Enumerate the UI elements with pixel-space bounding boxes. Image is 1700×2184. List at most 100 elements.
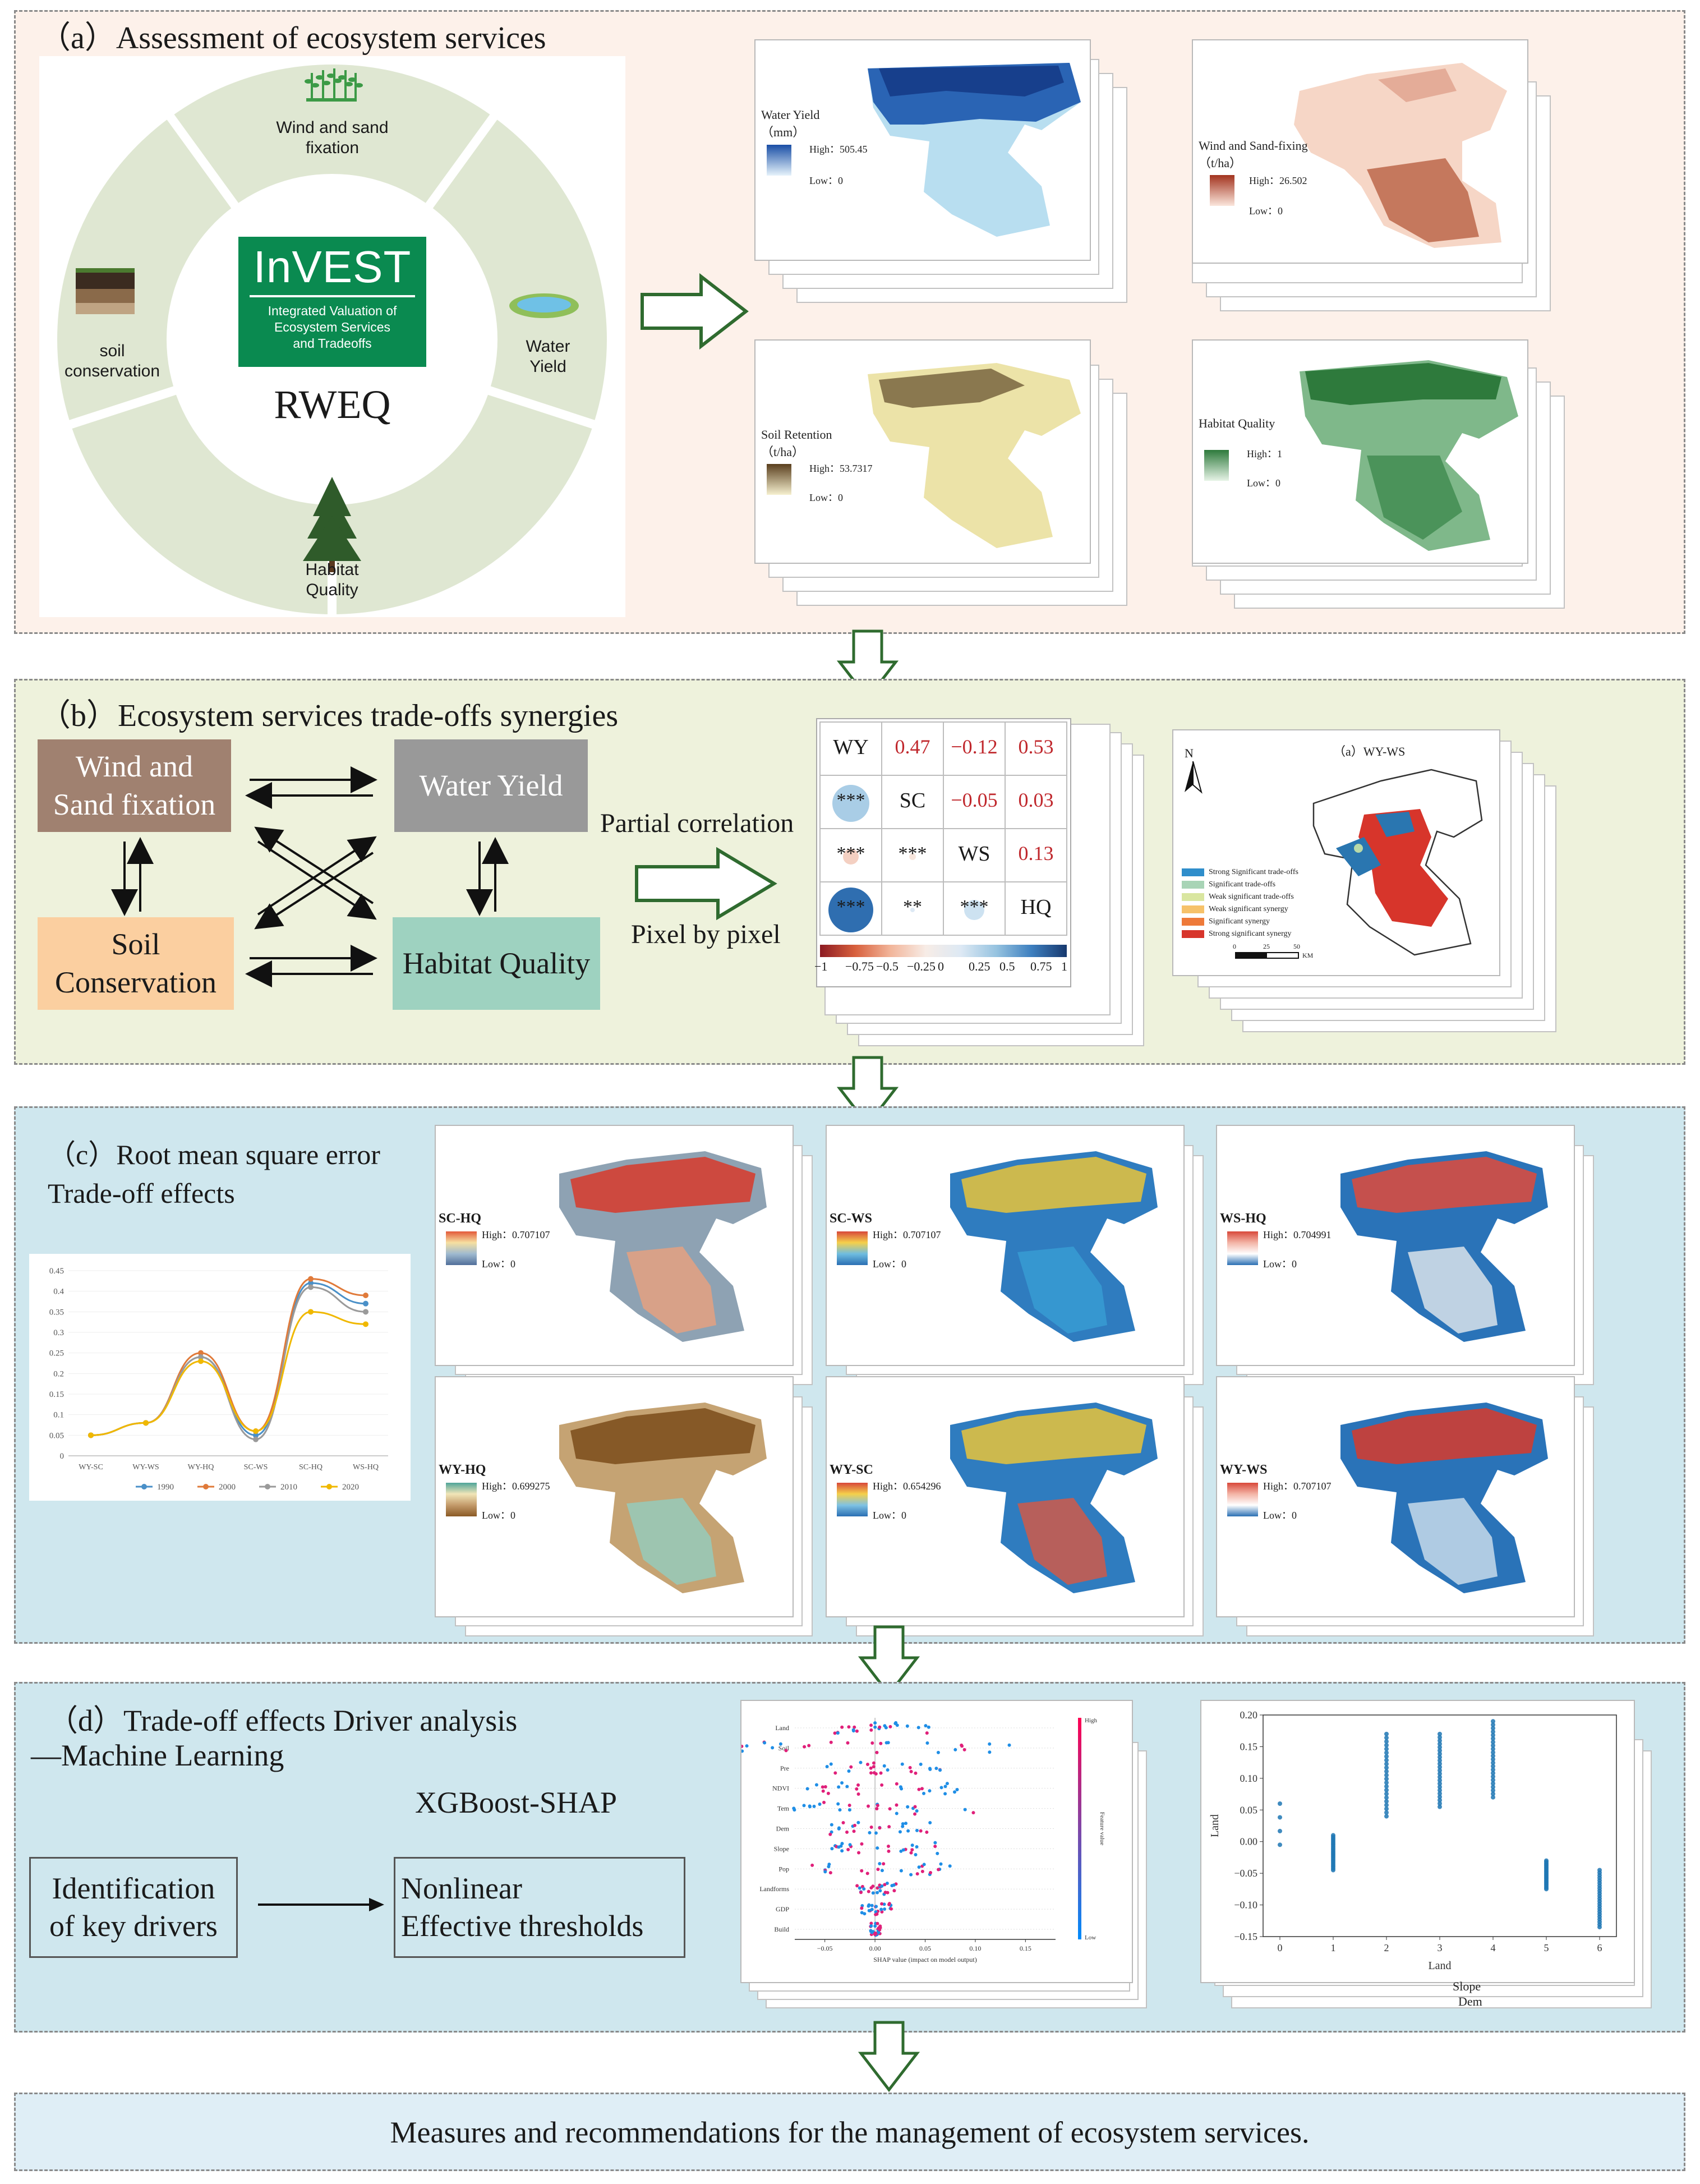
data-point bbox=[198, 1354, 204, 1360]
legend-marker bbox=[203, 1484, 209, 1489]
shap-point bbox=[852, 1829, 856, 1833]
shap-point bbox=[882, 1862, 886, 1866]
tradeoff-map-title: （a）WY-WS bbox=[1333, 744, 1406, 758]
x-tick-label: 0.00 bbox=[869, 1944, 881, 1952]
shap-point bbox=[778, 1742, 782, 1746]
dependence-point bbox=[1491, 1746, 1495, 1751]
dependence-point bbox=[1438, 1771, 1442, 1776]
dependence-point bbox=[1384, 1735, 1389, 1740]
dependence-point bbox=[1278, 1828, 1282, 1833]
shap-point bbox=[963, 1808, 967, 1811]
partial-correlation-label: Partial correlation bbox=[600, 808, 794, 838]
dependence-point bbox=[1384, 1773, 1389, 1778]
dependence-point bbox=[1384, 1758, 1389, 1763]
shap-point bbox=[828, 1871, 832, 1875]
matrix-label-ws: WS bbox=[958, 842, 990, 866]
ring-panel: Wind and sand fixation Water Yield Habit… bbox=[39, 56, 625, 623]
y-tick-label: 0.1 bbox=[53, 1411, 64, 1420]
shap-point bbox=[872, 1761, 876, 1765]
colorbar-title: Feature value bbox=[1099, 1812, 1105, 1846]
shap-point bbox=[929, 1870, 933, 1874]
shap-point bbox=[886, 1845, 890, 1849]
dependence-point bbox=[1384, 1776, 1389, 1781]
shap-point bbox=[913, 1812, 917, 1816]
x-tick-label: 6 bbox=[1597, 1942, 1602, 1953]
section-c-title-1: （c）Root mean square error bbox=[48, 1139, 380, 1170]
water-yield-title: Water Yield bbox=[761, 108, 820, 122]
water-label-1: Water bbox=[526, 337, 570, 356]
rmse-map-low: Low：0 bbox=[1263, 1510, 1297, 1521]
shap-point bbox=[925, 1741, 929, 1745]
data-point bbox=[198, 1350, 204, 1356]
shap-point bbox=[857, 1851, 861, 1855]
rmse-map-legend bbox=[1227, 1483, 1258, 1516]
rmse-map-high: High：0.707107 bbox=[1263, 1480, 1332, 1492]
rmse-map-name: WY-WS bbox=[1220, 1463, 1268, 1477]
dependence-point bbox=[1491, 1764, 1495, 1769]
wind-sand-box-l2: Sand fixation bbox=[53, 787, 216, 821]
shap-point bbox=[805, 1787, 809, 1791]
dependence-point bbox=[1278, 1842, 1282, 1847]
shap-point bbox=[920, 1787, 924, 1791]
x-tick-label: SC-WS bbox=[244, 1463, 268, 1472]
rmse-map-low: Low：0 bbox=[482, 1258, 515, 1270]
soil-retention-title: Soil Retention bbox=[761, 427, 832, 442]
shap-point bbox=[829, 1762, 833, 1766]
rmse-map-legend bbox=[837, 1231, 868, 1265]
shap-point bbox=[869, 1771, 873, 1775]
shap-point bbox=[933, 1845, 937, 1849]
shap-point bbox=[939, 1862, 943, 1866]
shap-point bbox=[953, 1748, 957, 1751]
shap-point bbox=[855, 1787, 859, 1791]
shap-point bbox=[914, 1771, 918, 1775]
shap-point bbox=[856, 1792, 860, 1796]
shap-point bbox=[745, 1744, 749, 1748]
water-yield-box: Water Yield bbox=[394, 739, 588, 832]
dependence-point bbox=[1491, 1743, 1495, 1748]
shap-point bbox=[870, 1741, 874, 1745]
shap-point bbox=[845, 1830, 849, 1834]
rmse-map-name: WY-SC bbox=[830, 1463, 873, 1477]
legend-strong-tradeoff: Strong Significant trade-offs bbox=[1209, 868, 1298, 876]
dependence-point bbox=[1384, 1742, 1389, 1748]
rmse-map-legend bbox=[1227, 1231, 1258, 1265]
dependence-point bbox=[1384, 1814, 1389, 1819]
series-line-2010 bbox=[90, 1286, 366, 1441]
shap-point bbox=[873, 1725, 877, 1729]
shap-point bbox=[840, 1849, 844, 1853]
dependence-point bbox=[1491, 1753, 1495, 1758]
shap-point bbox=[901, 1848, 905, 1852]
shap-point bbox=[874, 1905, 878, 1909]
colorbar-tick: −0.5 bbox=[876, 959, 899, 973]
y-tick-label: 0.4 bbox=[53, 1288, 64, 1296]
legend-marker bbox=[141, 1484, 147, 1489]
shap-point bbox=[906, 1829, 910, 1833]
shap-point bbox=[922, 1863, 926, 1866]
scale-25: 25 bbox=[1263, 942, 1270, 950]
shap-point bbox=[856, 1820, 860, 1824]
dependence-point bbox=[1438, 1768, 1442, 1773]
matrix-r-sc-hq: 0.03 bbox=[1018, 789, 1054, 811]
shap-point bbox=[892, 1889, 896, 1893]
shap-point bbox=[840, 1781, 844, 1785]
legend-label: 2020 bbox=[342, 1483, 359, 1492]
rweq-label: RWEQ bbox=[274, 382, 391, 427]
x-tick-label: −0.05 bbox=[817, 1944, 833, 1952]
rmse-map-low: Low：0 bbox=[873, 1510, 906, 1521]
data-point bbox=[253, 1428, 259, 1434]
shap-point bbox=[810, 1863, 814, 1867]
matrix-r-wy-sc: 0.47 bbox=[895, 735, 930, 758]
water-label-2: Yield bbox=[529, 357, 566, 376]
x-tick-label: SC-HQ bbox=[299, 1463, 323, 1472]
dependence-point bbox=[1438, 1788, 1442, 1793]
shap-point bbox=[862, 1887, 866, 1891]
shap-point bbox=[869, 1723, 873, 1727]
shap-point bbox=[927, 1725, 930, 1729]
shap-point bbox=[863, 1912, 867, 1916]
water-yield-low: Low：0 bbox=[809, 175, 843, 186]
legend-label: 2010 bbox=[280, 1483, 297, 1492]
shap-point bbox=[855, 1884, 859, 1888]
